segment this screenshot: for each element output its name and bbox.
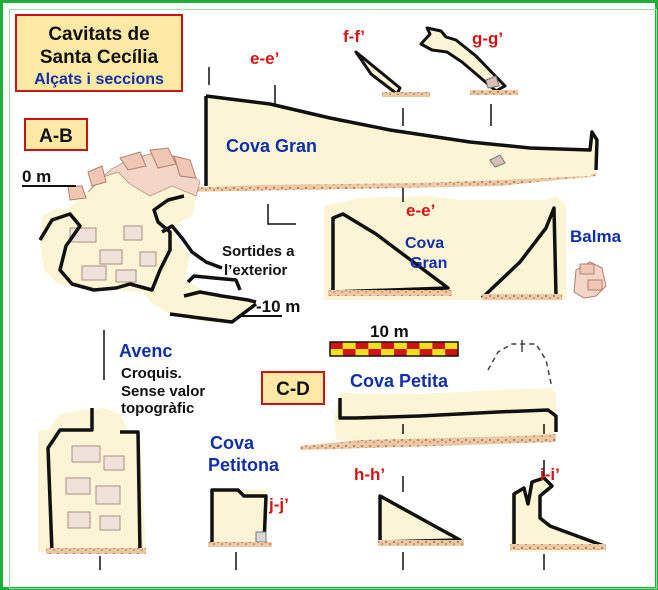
depth-zero: 0 m xyxy=(22,167,52,186)
label-g-g: g-g’ xyxy=(472,29,504,48)
scale-segment xyxy=(394,342,407,349)
title-line-2: Santa Cecília xyxy=(39,47,159,68)
section-h-h xyxy=(378,476,464,570)
scale-segment xyxy=(368,349,382,356)
label-j-j: j-j’ xyxy=(269,495,289,514)
section-e-e xyxy=(324,188,607,300)
title-line-1: Cavitats de xyxy=(48,24,150,45)
scale-segment xyxy=(432,342,446,349)
label-f-f: f-f’ xyxy=(343,27,366,46)
section-label-ab: A-B xyxy=(39,126,73,147)
scale-segment xyxy=(342,342,356,349)
scale-outline xyxy=(329,341,459,357)
avenc-section xyxy=(38,408,146,570)
inner-border xyxy=(9,9,657,589)
scale-segment xyxy=(330,342,343,349)
note-sortides-2: l’exterior xyxy=(224,262,288,279)
scale-segment xyxy=(432,349,446,356)
label-e-e-top: e-e’ xyxy=(250,49,280,68)
section-f-f xyxy=(354,50,430,126)
avenc-profile xyxy=(38,147,258,324)
label-h-h: h-h’ xyxy=(354,465,386,484)
label-avenc: Avenc xyxy=(119,341,173,361)
scale-segment xyxy=(394,349,407,356)
label-i-i: i-i’ xyxy=(540,465,560,484)
section-i-i xyxy=(510,460,606,570)
scale-segment xyxy=(419,342,433,349)
scale-segment xyxy=(445,342,458,349)
scale-segment xyxy=(342,349,356,356)
label-balma: Balma xyxy=(570,227,622,246)
cova-petita-profile xyxy=(300,340,558,450)
label-cova-gran-section-1: Cova xyxy=(405,235,445,252)
scale-segment xyxy=(419,349,433,356)
subtitle: Alçats i seccions xyxy=(34,71,164,88)
scale-segment xyxy=(381,349,394,356)
label-cova-gran-section-2: Gran xyxy=(410,255,448,272)
scale-segment xyxy=(381,342,394,349)
note-croquis-1: Croquis. xyxy=(121,365,182,382)
scale-segment xyxy=(445,349,458,356)
note-croquis-2: Sense valor xyxy=(121,383,206,400)
section-label-box-ab: A-B xyxy=(24,118,88,151)
label-cova-gran: Cova Gran xyxy=(226,136,318,156)
scale-segment xyxy=(330,349,343,356)
note-sortides-1: Sortides a xyxy=(222,243,295,260)
scale-segment xyxy=(355,349,369,356)
scale-label: 10 m xyxy=(370,322,409,341)
scale-segment xyxy=(406,349,420,356)
label-e-e-mid: e-e’ xyxy=(406,201,436,220)
section-label-box-cd: C-D xyxy=(261,371,325,405)
cova-gran-profile xyxy=(184,94,599,192)
note-croquis-3: topogràfic xyxy=(121,400,195,417)
scale-segment xyxy=(355,342,369,349)
label-cova-petitona-1: Cova xyxy=(210,433,255,453)
section-g-g xyxy=(419,26,518,126)
label-cova-petita: Cova Petita xyxy=(350,371,449,391)
title-box: Cavitats de Santa Cecília Alçats i secci… xyxy=(15,14,183,92)
scale-segment xyxy=(406,342,420,349)
section-j-j xyxy=(208,488,272,570)
scale-segment xyxy=(368,342,382,349)
scale-bar xyxy=(329,341,459,357)
depth-minus-10: -10 m xyxy=(256,297,301,316)
label-cova-petitona-2: Petitona xyxy=(208,455,280,475)
section-label-cd: C-D xyxy=(276,379,310,400)
